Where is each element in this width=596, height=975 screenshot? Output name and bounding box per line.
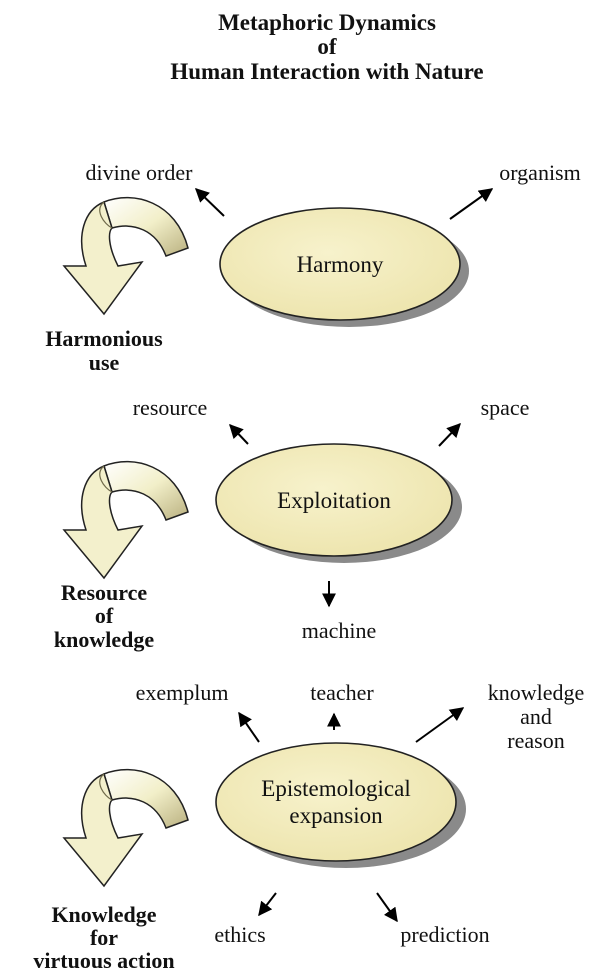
diagram-title: Metaphoric Dynamics of Human Interaction…	[170, 10, 483, 84]
svg-text:Harmonious: Harmonious	[45, 326, 163, 351]
epistemological-ellipse	[215, 742, 457, 862]
svg-text:and: and	[520, 704, 552, 729]
stage-epistemological-expansion: Epistemological expansion exemplum teach…	[33, 680, 584, 973]
branch-divine-order: divine order	[86, 160, 194, 185]
title-line-3: Human Interaction with Nature	[170, 59, 483, 84]
exploitation-ellipse	[215, 443, 453, 557]
branch-exemplum: exemplum	[136, 680, 229, 705]
svg-text:Resource: Resource	[61, 580, 148, 605]
stage-exploitation: Exploitation resource space machine Reso…	[54, 395, 530, 652]
curved-arrow-icon	[62, 768, 189, 888]
svg-text:of: of	[95, 603, 114, 628]
harmony-ellipse	[219, 207, 461, 321]
side-label-knowledge-for-virtuous-action: Knowledge for virtuous action	[33, 902, 174, 973]
title-line-1: Metaphoric Dynamics	[218, 10, 436, 35]
branch-space: space	[481, 395, 530, 420]
branch-resource: resource	[133, 395, 208, 420]
svg-text:knowledge: knowledge	[488, 680, 585, 705]
branch-knowledge-and-reason: knowledge and reason	[488, 680, 585, 753]
branch-prediction: prediction	[400, 922, 489, 947]
stage-harmony: Harmony divine order organism Harmonious…	[45, 160, 580, 375]
arrow-ethics	[258, 892, 277, 917]
arrow-organism	[449, 188, 494, 220]
arrow-divine-order	[194, 188, 225, 217]
curved-arrow-icon	[62, 196, 189, 316]
arrow-prediction	[376, 892, 398, 923]
branch-machine: machine	[302, 618, 377, 643]
branch-ethics: ethics	[214, 922, 265, 947]
arrow-resource	[229, 423, 249, 445]
branch-organism: organism	[499, 160, 580, 185]
curved-arrow-icon	[62, 460, 189, 580]
epistemological-label-line-1: Epistemological	[261, 776, 410, 801]
epistemological-label-line-2: expansion	[289, 803, 383, 828]
svg-text:reason: reason	[507, 728, 564, 753]
branch-teacher: teacher	[310, 680, 374, 705]
arrow-knowledge-and-reason	[415, 707, 465, 743]
side-label-harmonious-use: Harmonious use	[45, 326, 163, 375]
svg-text:use: use	[89, 350, 120, 375]
arrow-exemplum	[238, 711, 260, 743]
side-label-resource-of-knowledge: Resource of knowledge	[54, 580, 154, 652]
svg-text:Knowledge: Knowledge	[51, 902, 156, 927]
svg-text:knowledge: knowledge	[54, 627, 154, 652]
arrow-space	[438, 422, 461, 447]
title-line-2: of	[317, 34, 337, 59]
harmony-label: Harmony	[297, 252, 384, 277]
svg-text:virtuous action: virtuous action	[33, 948, 174, 973]
svg-text:for: for	[90, 925, 118, 950]
exploitation-label: Exploitation	[277, 488, 391, 513]
